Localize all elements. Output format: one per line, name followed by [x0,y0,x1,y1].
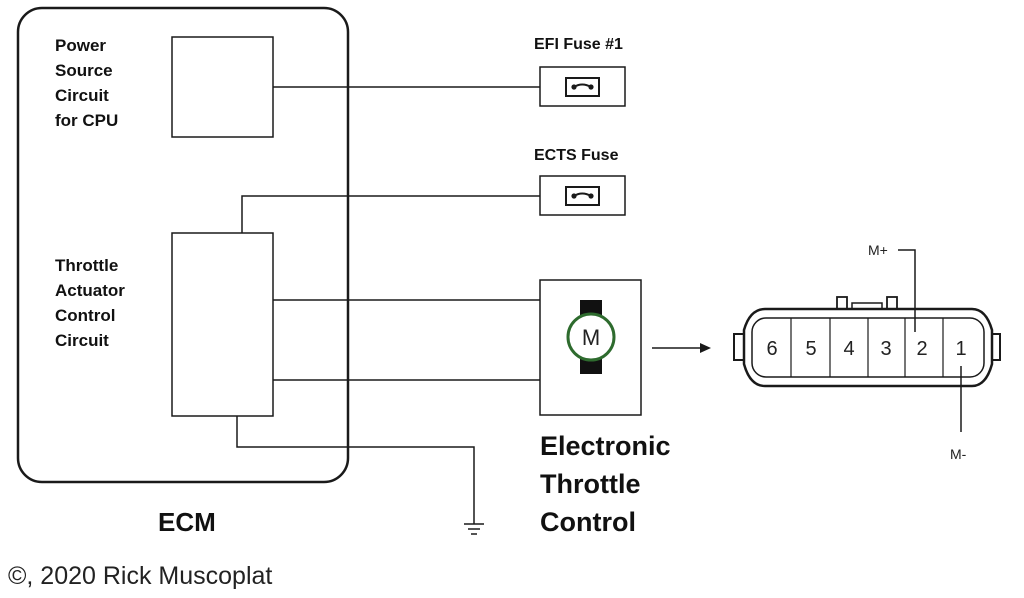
m-plus-leader [898,249,916,332]
power-source-label-2: Source [55,61,113,80]
throttle-actuator-circuit-box [171,232,274,417]
efi-fuse [539,66,626,107]
fuse-icon [571,83,594,90]
power-source-label-3: Circuit [55,86,109,105]
connector-pin-6: 6 [766,338,777,360]
connector-pin-2: 2 [916,338,927,360]
motor-icon: M [566,300,616,374]
ground-icon [464,523,484,535]
ecm-label: ECM [158,507,216,537]
connector-pin-5: 5 [805,338,816,360]
throttle-actuator-label-4: Circuit [55,331,109,350]
ecm-enclosure [16,6,350,484]
ects-fuse-label: ECTS Fuse [534,147,619,164]
power-source-label-4: for CPU [55,111,118,130]
arrow-right-icon [652,343,711,353]
connector: 6 5 4 3 2 1 [733,296,1001,388]
power-source-label-1: Power [55,36,106,55]
copyright-notice: ©, 2020 Rick Muscoplat [8,562,272,590]
connector-pin-3: 3 [880,338,891,360]
power-source-circuit-box [171,36,274,138]
wire-actuator-to-ects-fuse [241,195,540,233]
throttle-actuator-label-1: Throttle [55,256,118,275]
motor-symbol: M [582,325,600,350]
fuse-icon [571,192,594,199]
throttle-actuator-label-3: Control [55,306,115,325]
etc-title-1: Electronic [540,431,671,461]
ects-fuse [539,175,626,216]
connector-pin-1: 1 [955,338,966,360]
etc-title-3: Control [540,507,636,537]
m-plus-label: M+ [868,242,888,258]
etc-title-2: Throttle [540,469,641,499]
wire-actuator-to-ground [236,416,475,524]
efi-fuse-label: EFI Fuse #1 [534,36,623,53]
connector-pin-4: 4 [843,338,854,360]
m-minus-label: M- [950,446,967,462]
throttle-actuator-label-2: Actuator [55,281,125,300]
